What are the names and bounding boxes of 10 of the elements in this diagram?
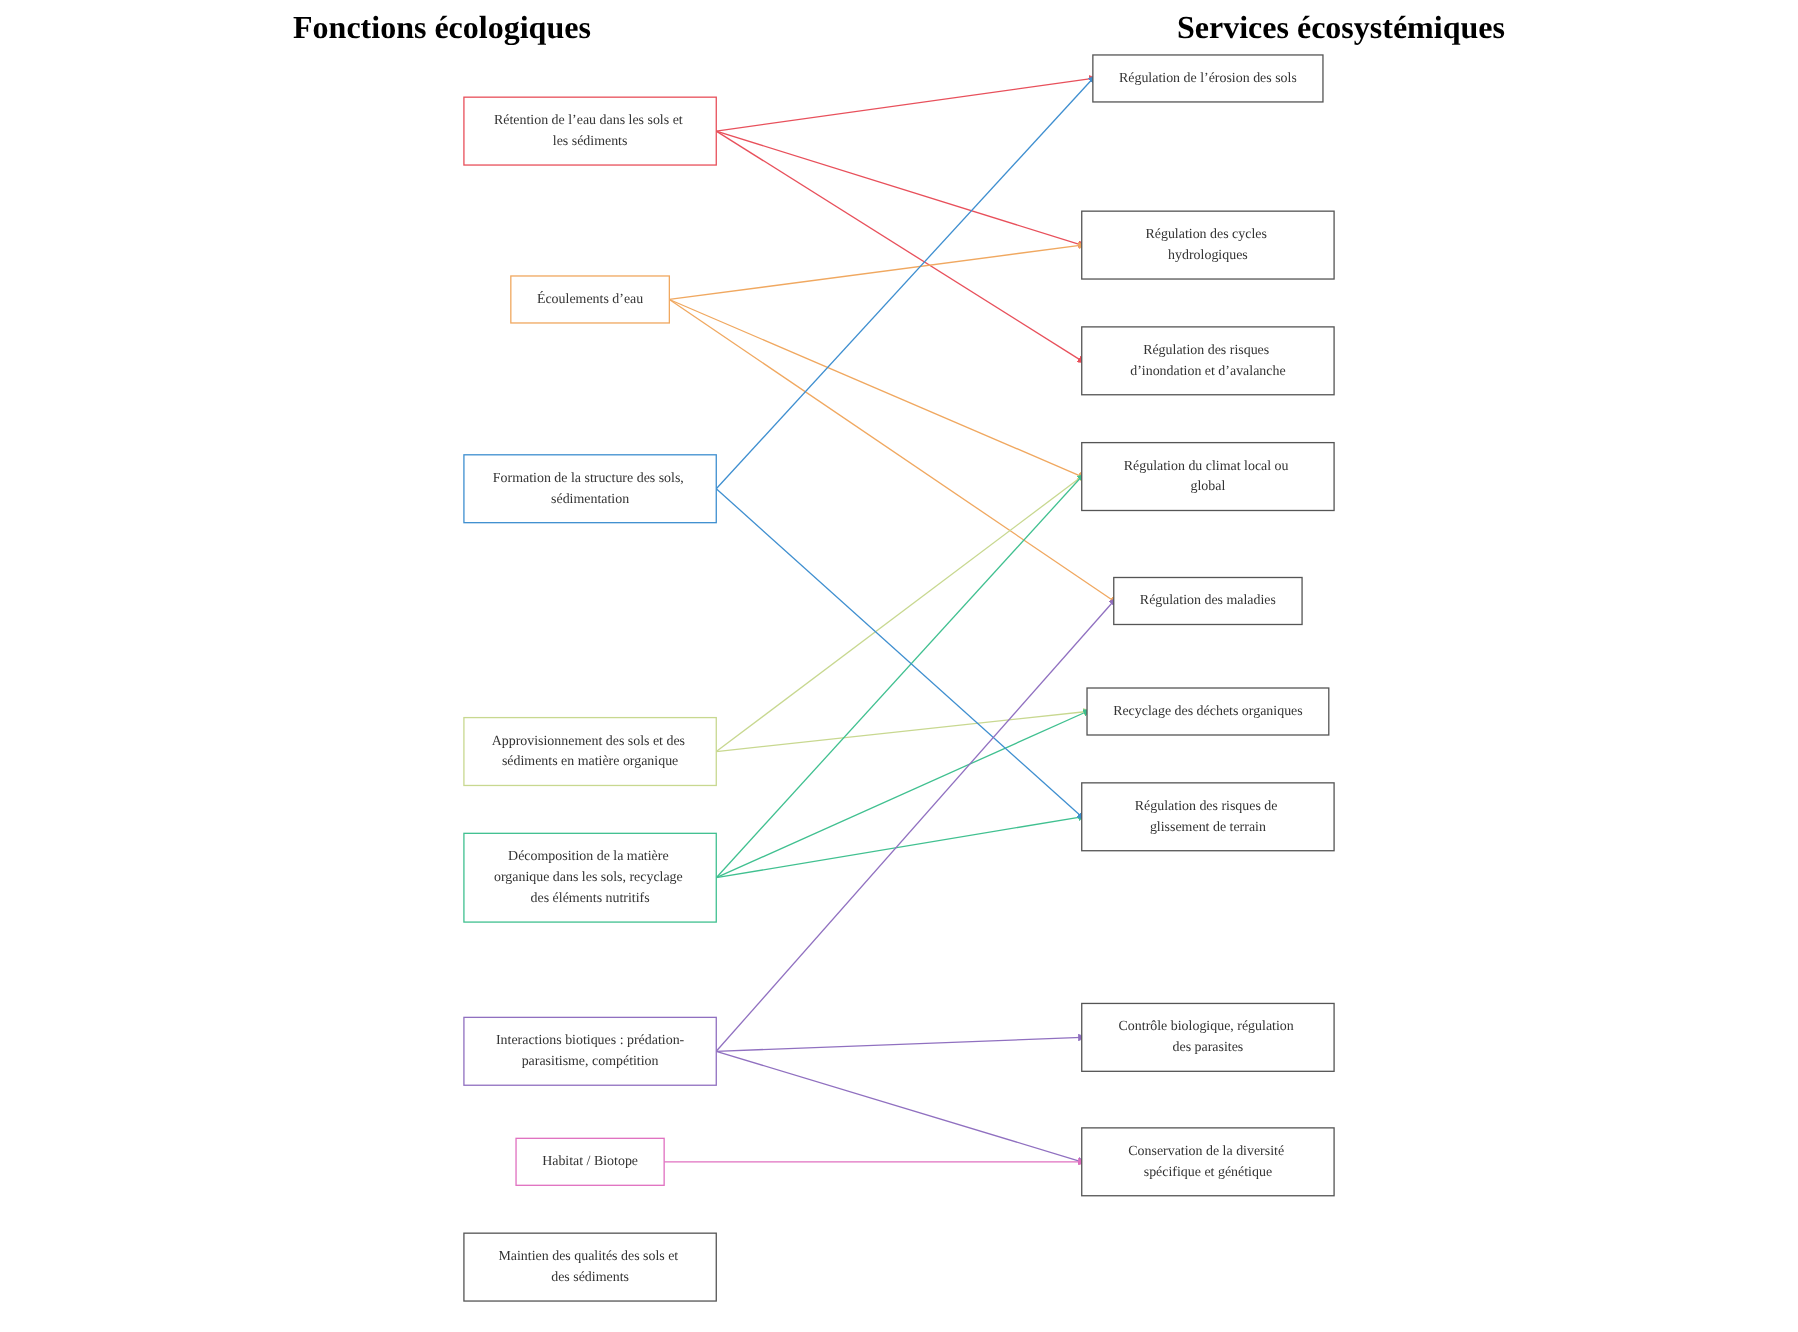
arrow bbox=[715, 75, 1096, 490]
arrow bbox=[715, 488, 1085, 820]
arrow bbox=[715, 473, 1085, 879]
arrow bbox=[715, 598, 1117, 1052]
arrow bbox=[715, 708, 1091, 753]
arrow bbox=[668, 298, 1117, 604]
column-heading: Services écosystémiques bbox=[1176, 12, 1505, 48]
arrow bbox=[715, 709, 1091, 879]
arrow bbox=[715, 474, 1085, 753]
column-heading: Fonctions écologiques bbox=[293, 12, 591, 48]
